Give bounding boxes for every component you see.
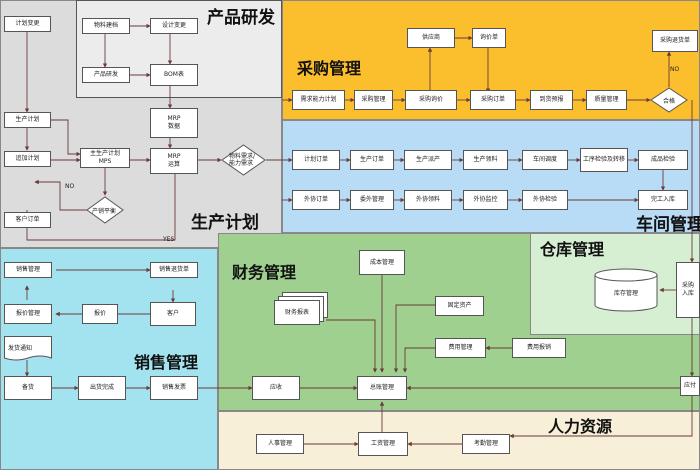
node-prod-dispatch[interactable]: 生产派产 [404, 150, 452, 170]
node-sales-mgmt[interactable]: 销售管理 [4, 262, 52, 278]
title-finance: 财务管理 [232, 263, 297, 282]
node-product-check[interactable]: 成品检验 [638, 150, 688, 170]
node-prod-order[interactable]: 生产订单 [350, 150, 394, 170]
node-payable[interactable]: 应付 [680, 376, 700, 396]
node-ship-done[interactable]: 出货完成 [78, 376, 126, 400]
node-bom[interactable]: BOM表 [150, 64, 198, 86]
node-ship-notice[interactable]: 发货通知 [4, 336, 52, 362]
label-no-2: NO [670, 66, 680, 73]
node-general-ledger[interactable]: 总账管理 [357, 376, 407, 400]
node-design-change[interactable]: 设计变更 [150, 18, 198, 34]
node-outsource-material[interactable]: 外协领料 [404, 190, 452, 210]
node-shop-schedule[interactable]: 车间调度 [522, 150, 568, 170]
node-add-plan[interactable]: 追加计划 [4, 151, 51, 167]
title-warehouse: 仓库管理 [540, 240, 605, 259]
node-fixed-assets[interactable]: 固定资产 [435, 296, 484, 316]
node-sales-invoice[interactable]: 销售发票 [150, 376, 198, 400]
node-attendance[interactable]: 考勤管理 [462, 434, 510, 454]
node-purchase-in[interactable]: 采购 入库 [676, 262, 700, 318]
node-receivable[interactable]: 应收 [252, 376, 300, 400]
label-no-1: NO [65, 183, 75, 190]
region-sales [0, 248, 218, 470]
node-req-capacity-plan[interactable]: 需求能力计划 [292, 90, 345, 110]
node-inventory-mgmt[interactable]: 库存管理 [594, 268, 658, 312]
node-product-rd[interactable]: 产品研发 [82, 67, 130, 83]
node-master-plan[interactable]: 主生产计划 MPS [80, 148, 130, 168]
node-fin-report[interactable]: 财务报表 [274, 292, 328, 326]
node-supplier[interactable]: 供应商 [407, 28, 455, 48]
node-capacity-balance[interactable]: 产销平衡 [86, 196, 124, 224]
node-mrp-data[interactable]: MRP 数据 [150, 108, 198, 138]
node-quote-mgmt[interactable]: 报价管理 [4, 304, 52, 324]
node-quality-mgmt[interactable]: 质量管理 [586, 90, 627, 110]
node-finish-stock[interactable]: 完工入库 [638, 190, 688, 210]
node-purchase-order[interactable]: 采购订单 [470, 90, 516, 110]
node-outsource-check[interactable]: 外协检验 [522, 190, 568, 210]
node-outsource-supervise[interactable]: 外协监控 [463, 190, 508, 210]
node-expense-mgmt[interactable]: 费用管理 [435, 338, 486, 358]
node-salary[interactable]: 工资管理 [358, 432, 408, 456]
node-expense-claim[interactable]: 费用报销 [512, 338, 566, 358]
node-purchase-inquiry[interactable]: 采购询价 [405, 90, 457, 110]
node-customer-order[interactable]: 客户订单 [4, 212, 51, 228]
node-inquiry-sheet[interactable]: 询价单 [472, 28, 506, 48]
title-workshop: 车间管理 [636, 215, 700, 235]
title-hr: 人力资源 [548, 417, 613, 436]
node-stock-prep[interactable]: 备货 [4, 376, 52, 400]
title-product-rd: 产品研发 [207, 8, 275, 28]
title-sales: 销售管理 [134, 353, 199, 372]
node-outsource-mgmt[interactable]: 委外管理 [350, 190, 394, 210]
node-mrp-calc[interactable]: MRP 运算 [150, 148, 198, 174]
node-quotation[interactable]: 报价 [82, 304, 118, 324]
node-prod-plan[interactable]: 生产计划 [4, 112, 51, 128]
node-customer[interactable]: 客户 [150, 302, 196, 326]
node-qualified[interactable]: 合格 [650, 87, 688, 113]
node-cost-mgmt[interactable]: 成本管理 [359, 250, 405, 275]
title-purchasing: 采购管理 [297, 59, 362, 78]
node-arrival-forecast[interactable]: 到货预报 [530, 90, 573, 110]
label-yes-1: YES [163, 236, 175, 243]
node-outsource-order[interactable]: 外协订单 [292, 190, 340, 210]
node-plan-change[interactable]: 计划变更 [4, 16, 51, 32]
title-production: 生产计划 [191, 213, 259, 233]
node-sales-return[interactable]: 销售退货单 [150, 262, 198, 278]
node-prod-material[interactable]: 生产领料 [463, 150, 508, 170]
node-material-req[interactable]: 物料需求/ 能力需求 [221, 144, 266, 176]
node-purchase-return[interactable]: 采购退货单 [652, 30, 698, 52]
node-purchase-mgmt[interactable]: 采购管理 [354, 90, 393, 110]
region-workshop [282, 120, 700, 233]
node-personnel[interactable]: 人事管理 [256, 434, 304, 454]
node-plan-order[interactable]: 计划订单 [292, 150, 340, 170]
node-process-check[interactable]: 工序检验及转移 [580, 148, 628, 172]
node-material-build[interactable]: 物料建档 [82, 18, 130, 34]
